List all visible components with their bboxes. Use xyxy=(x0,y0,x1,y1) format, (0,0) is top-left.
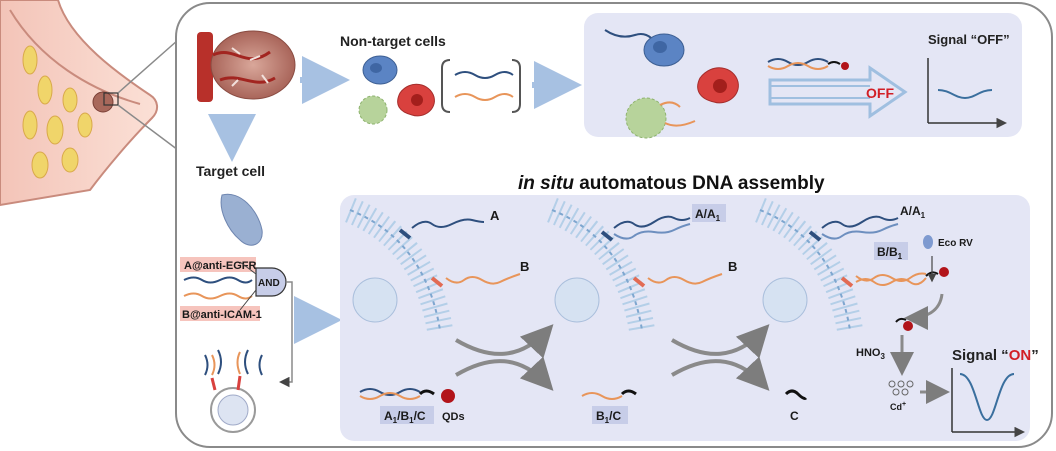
signal-on-prefix: Signal “ xyxy=(952,347,1009,364)
cleavage-arrow xyxy=(904,293,944,330)
strand-b-label-1: B xyxy=(520,259,529,274)
cd-ion-sup: + xyxy=(902,401,906,408)
signal-off-label: Signal “OFF” xyxy=(928,32,1010,47)
b1c-p1: B xyxy=(596,409,605,423)
a-a1-box-text: A/A xyxy=(695,207,716,221)
a-a1-box-label: A/A1 xyxy=(695,207,721,223)
tumor-tissue-icon xyxy=(197,30,296,102)
off-badge: OFF xyxy=(866,85,894,101)
stage-3-strands-icon xyxy=(808,215,949,288)
off-panel-cells-icon xyxy=(604,29,739,139)
assembly-title-italic: in situ xyxy=(518,173,574,194)
b1c-p2: /C xyxy=(609,409,621,423)
hno3-text: HNO xyxy=(856,347,881,359)
a-a1-plain-label: A/A1 xyxy=(900,204,926,220)
signal-off-plot xyxy=(927,58,1007,129)
b-b1-label: B/B1 xyxy=(877,245,903,261)
hno3-label: HNO3 xyxy=(856,347,885,361)
a-anti-egfr-label: A@anti-EGFR xyxy=(184,260,257,272)
cd-ion-text: Cd xyxy=(890,402,902,412)
a-a1-box-sub: 1 xyxy=(716,214,721,223)
stage-1-strands-icon xyxy=(398,218,521,288)
a1b1c-p2: /B xyxy=(397,409,409,423)
reaction-arrows-1 xyxy=(454,324,554,391)
released-qd-icon xyxy=(903,321,913,331)
cd-ions-icon xyxy=(888,380,914,396)
strand-b-label-2: B xyxy=(728,259,737,274)
assembly-title: in situ automatous DNA assembly xyxy=(518,173,825,194)
stage-2-strands-icon xyxy=(600,215,723,288)
tumor-site-icon xyxy=(92,91,114,113)
b-anti-icam-label: B@anti-ICAM-1 xyxy=(182,309,262,321)
target-cell-label: Target cell xyxy=(196,163,265,179)
a1b1c-label: A1/B1/C xyxy=(384,409,426,425)
c-label: C xyxy=(790,409,799,423)
probe-strands-bracket xyxy=(441,59,521,113)
signal-on-word: ON xyxy=(1009,347,1032,364)
signal-on-label: Signal “ON” xyxy=(952,347,1039,364)
off-signal-panel xyxy=(584,13,1022,137)
membrane-stage-1-icon xyxy=(344,197,453,333)
b1c-complex-icon xyxy=(581,389,637,400)
off-probe-duplex-icon xyxy=(767,58,849,70)
a-a1-plain-sub: 1 xyxy=(921,211,926,220)
signal-on-suffix: ” xyxy=(1031,347,1039,364)
a1b1c-s2: 1 xyxy=(409,416,414,425)
a-strand-icon xyxy=(183,276,253,284)
cd-ion-label: Cd+ xyxy=(890,401,906,412)
non-target-cells-label: Non-target cells xyxy=(340,33,446,49)
and-gate-icon xyxy=(255,267,287,297)
non-target-cells-icon xyxy=(358,55,435,125)
and-gate-label: AND xyxy=(258,278,280,289)
b-b1-text: B/B xyxy=(877,245,898,259)
eco-rv-label: Eco RV xyxy=(938,238,973,249)
c-strand-icon xyxy=(784,389,808,400)
b1c-label: B1/C xyxy=(596,409,621,425)
breast-illustration xyxy=(0,0,179,207)
a-a1-plain-text: A/A xyxy=(900,204,921,218)
assembly-panel xyxy=(340,195,1030,441)
b1c-s: 1 xyxy=(605,416,610,425)
off-arrow: OFF xyxy=(768,65,908,119)
a1b1c-qd-complex-icon xyxy=(359,388,455,403)
assembly-title-rest: automatous DNA assembly xyxy=(574,173,825,194)
a1b1c-p3: /C xyxy=(414,409,426,423)
qds-label: QDs xyxy=(442,411,465,423)
b-strand-icon xyxy=(183,292,253,300)
target-cell-icon xyxy=(220,193,263,246)
signal-on-plot xyxy=(951,368,1025,438)
a1b1c-s1: 1 xyxy=(393,416,398,425)
qd-dot-icon xyxy=(841,62,849,70)
membrane-stage-2-icon xyxy=(546,197,655,333)
strand-a-label: A xyxy=(490,208,500,223)
hno3-sub: 3 xyxy=(880,352,885,361)
a1b1c-p1: A xyxy=(384,409,393,423)
reaction-arrows-2 xyxy=(670,324,770,391)
b-b1-sub: 1 xyxy=(898,252,903,261)
bound-target-cell-icon xyxy=(204,349,263,433)
eco-rv-enzyme-icon xyxy=(923,235,933,249)
membrane-stage-3-icon xyxy=(754,197,863,333)
